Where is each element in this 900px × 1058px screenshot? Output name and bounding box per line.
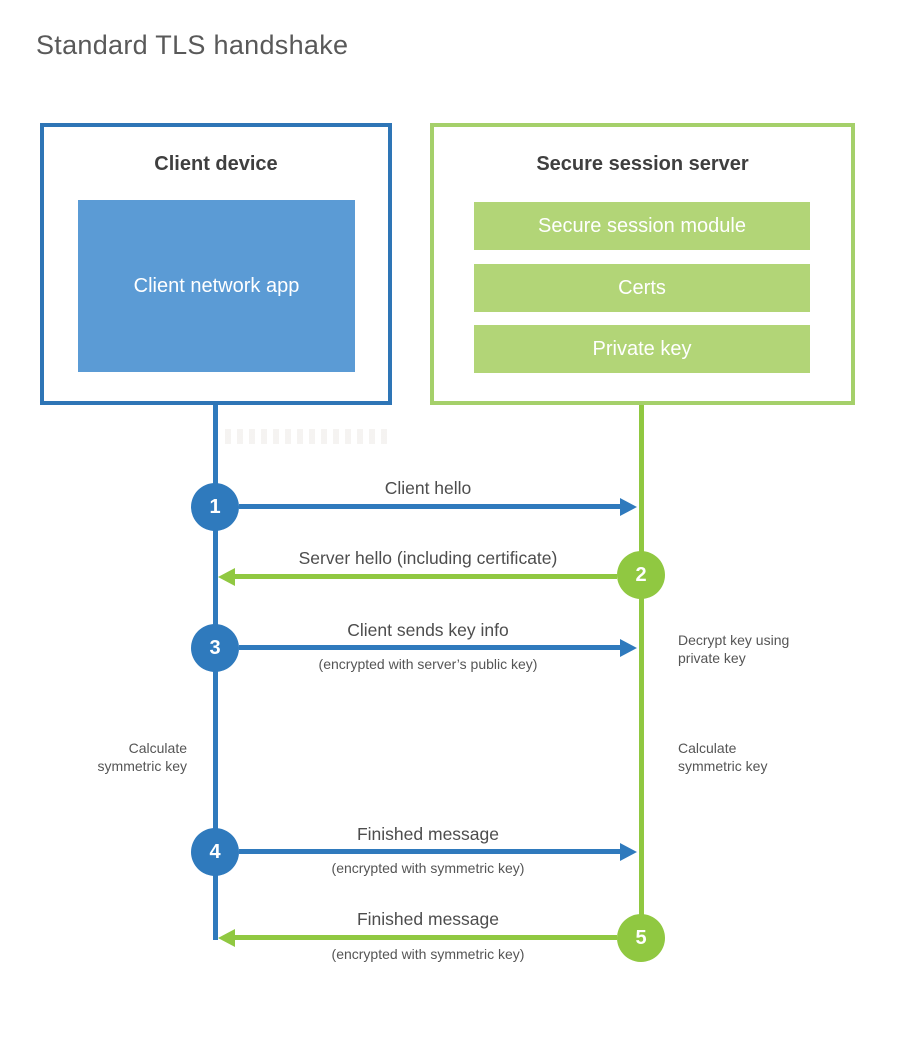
- step-2-arrowhead: [218, 568, 235, 586]
- secure-session-server-box: Secure session server Secure session mod…: [430, 123, 855, 405]
- step-4-sublabel: (encrypted with symmetric key): [331, 860, 525, 876]
- step-5-badge: 5: [617, 914, 665, 962]
- note-calculate-symmetric-key-right: Calculate symmetric key: [678, 740, 768, 775]
- server-module-certs: Certs: [474, 264, 810, 312]
- step-4-label: Finished message: [356, 824, 500, 844]
- step-3-arrowhead: [620, 639, 637, 657]
- client-network-app-box: Client network app: [78, 200, 355, 372]
- step-4-badge: 4: [191, 828, 239, 876]
- step-4-arrowhead: [620, 843, 637, 861]
- step-4-arrow: [239, 849, 621, 854]
- step-1-arrow: [239, 504, 621, 509]
- secure-session-server-heading: Secure session server: [536, 153, 749, 175]
- step-5-arrow: [235, 935, 617, 940]
- step-1-label: Client hello: [384, 478, 472, 498]
- client-lifeline: [213, 405, 218, 940]
- step-3-arrow: [239, 645, 621, 650]
- step-3-label: Client sends key info: [347, 620, 509, 640]
- client-device-box: Client device Client network app: [40, 123, 392, 405]
- step-1-arrowhead: [620, 498, 637, 516]
- page-title: Standard TLS handshake: [36, 30, 349, 60]
- client-network-app-label: Client network app: [133, 274, 300, 297]
- step-5-sublabel: (encrypted with symmetric key): [331, 946, 525, 962]
- ghost-dashes-artifact: [225, 429, 391, 444]
- step-2-badge: 2: [617, 551, 665, 599]
- step-5-label: Finished message: [356, 909, 500, 929]
- note-calculate-symmetric-key-left: Calculate symmetric key: [97, 740, 187, 775]
- step-3-badge: 3: [191, 624, 239, 672]
- step-2-label: Server hello (including certificate): [298, 548, 558, 568]
- step-1-badge: 1: [191, 483, 239, 531]
- server-lifeline: [639, 405, 644, 940]
- step-5-arrowhead: [218, 929, 235, 947]
- client-device-heading: Client device: [154, 153, 278, 175]
- note-decrypt-key: Decrypt key using private key: [678, 632, 790, 667]
- server-module-private-key: Private key: [474, 325, 810, 373]
- step-3-sublabel: (encrypted with server’s public key): [318, 656, 538, 672]
- step-2-arrow: [235, 574, 617, 579]
- server-module-secure-session-module: Secure session module: [474, 202, 810, 250]
